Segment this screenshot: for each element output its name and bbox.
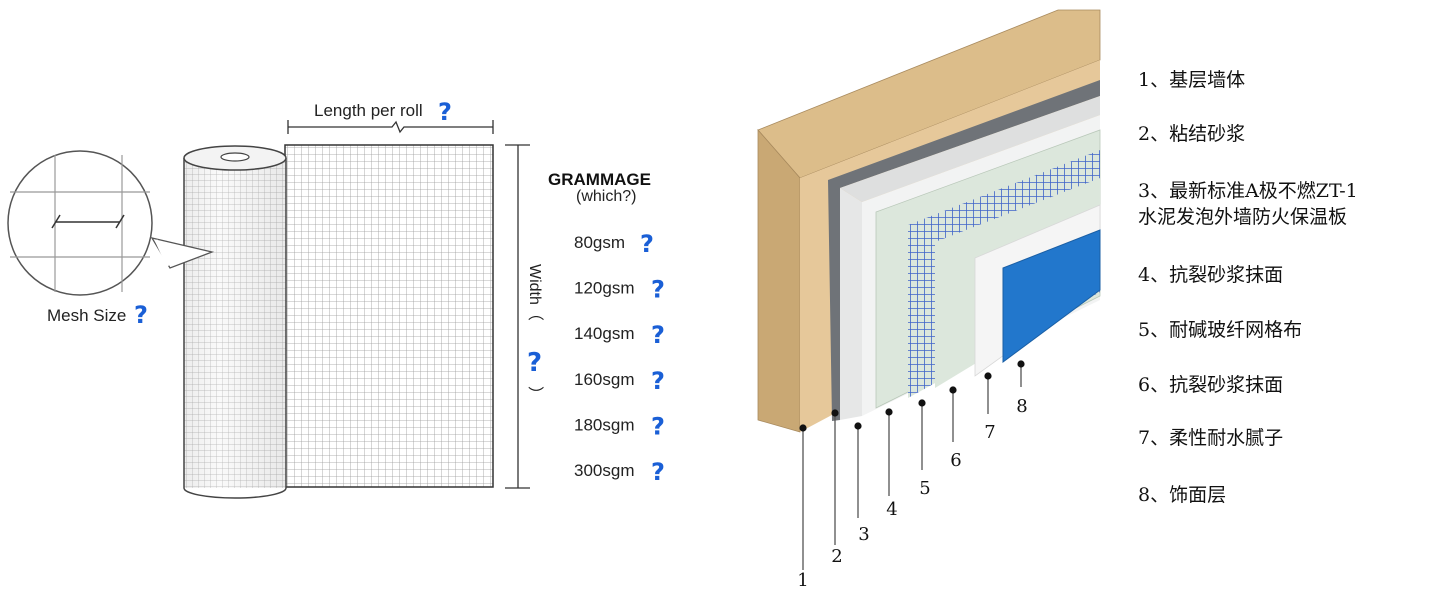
width-dimension: Width（ ? ） xyxy=(505,144,544,489)
mesh-size-label: Mesh Size xyxy=(47,306,126,325)
mesh-size-dimension xyxy=(51,214,125,229)
mesh-roll-diagram: Length per roll ? Width（ ? ） xyxy=(7,98,665,499)
legend-item: 1、基层墙体 xyxy=(1138,69,1246,91)
length-dimension: Length per roll ? xyxy=(287,98,494,134)
grammage-subtitle: (which?) xyxy=(576,188,636,205)
mesh-size-question-icon: ? xyxy=(134,301,148,329)
layer-number: 3 xyxy=(858,524,869,545)
legend-item: 7、柔性耐水腻子 xyxy=(1138,427,1284,449)
leader-dot xyxy=(831,409,839,417)
grammage-option: 140gsm xyxy=(574,324,634,343)
legend-item: 3、最新标准A极不燃ZT-1 xyxy=(1138,180,1358,202)
width-question-icon: ? xyxy=(527,348,542,378)
length-question-icon: ? xyxy=(438,98,452,126)
width-label: Width（ xyxy=(526,264,544,321)
grammage-question-icon: ? xyxy=(640,230,654,258)
legend-item: 6、抗裂砂浆抹面 xyxy=(1138,374,1284,396)
layer-number: 7 xyxy=(984,422,995,443)
legend-item: 4、抗裂砂浆抹面 xyxy=(1138,264,1284,286)
grammage-question-icon: ? xyxy=(651,276,665,304)
layer-number: 2 xyxy=(831,546,842,567)
leader-dot xyxy=(799,424,807,432)
legend-item: 8、饰面层 xyxy=(1138,484,1227,506)
leader-dot xyxy=(918,399,926,407)
length-per-roll-label: Length per roll xyxy=(314,101,423,120)
grammage-option-list: 80gsm? 120gsm? 140gsm? 160sgm? 180sgm? 300sgm… xyxy=(574,230,665,486)
mesh-roll-cylinder xyxy=(183,145,287,499)
wall-layer-diagram: 1 234 56 78 xyxy=(757,9,1101,591)
leader-dot xyxy=(854,422,862,430)
grammage-option: 80gsm xyxy=(574,233,625,252)
leader-dot xyxy=(949,386,957,394)
legend-item: 5、耐碱玻纤网格布 xyxy=(1138,319,1303,341)
finish-layer xyxy=(1002,229,1101,363)
grammage-question-icon: ? xyxy=(651,412,665,440)
grammage-option: 120gsm xyxy=(574,279,634,298)
grammage-question-icon: ? xyxy=(651,321,665,349)
layer-number: 1 xyxy=(797,570,808,591)
grammage-question-icon: ? xyxy=(651,367,665,395)
mesh-sheet xyxy=(284,144,494,488)
grammage-option: 180sgm xyxy=(574,415,634,434)
grammage-question-icon: ? xyxy=(651,458,665,486)
layer-number: 5 xyxy=(919,478,930,499)
layer-leader-lines: 1 234 56 78 xyxy=(797,360,1028,591)
legend-item: 2、粘结砂浆 xyxy=(1138,123,1246,145)
leader-dot xyxy=(1017,360,1025,368)
mesh-magnifier-bubble xyxy=(7,150,215,296)
legend-item: 水泥发泡外墙防火保温板 xyxy=(1138,206,1348,228)
layer-number: 8 xyxy=(1016,396,1027,417)
adhesive-mortar-layer xyxy=(828,80,1100,421)
leader-dot xyxy=(885,408,893,416)
leader-dot xyxy=(984,372,992,380)
grammage-title: GRAMMAGE xyxy=(548,170,651,189)
layer-number: 4 xyxy=(886,499,897,520)
grammage-option: 160sgm xyxy=(574,370,634,389)
width-close-paren: ） xyxy=(526,386,544,402)
layer-number: 6 xyxy=(950,450,961,471)
grammage-option: 300sgm xyxy=(574,461,634,480)
